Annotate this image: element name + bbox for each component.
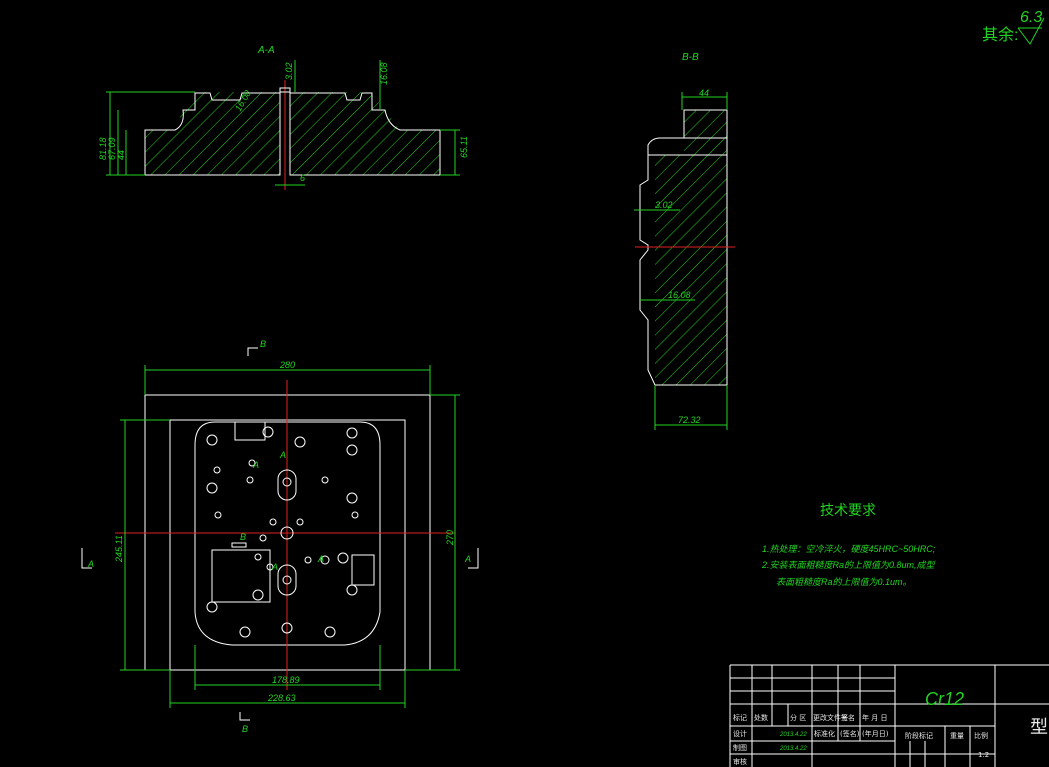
tb-stage-label: 阶段标记	[905, 731, 933, 740]
mark-a-inner4: A	[317, 554, 324, 564]
dim-bb-bottom: 72.32	[678, 415, 701, 425]
roughness-label: 其余:	[982, 25, 1018, 44]
title-block: Cr12 型 标记 处数 分 区 更改文件号 签名 年 月 日 设计 2013.…	[729, 664, 1049, 767]
tb-header-mark: 标记	[733, 713, 747, 722]
tb-ymd-label: (年月日)	[862, 729, 889, 738]
dim-aa-h1: 81.18	[98, 137, 108, 160]
tb-header-zone: 分 区	[790, 713, 806, 722]
dim-aa-pin: 3.02	[284, 62, 294, 80]
tb-header-doc: 更改文件号	[813, 713, 848, 722]
tb-header-count: 处数	[754, 713, 768, 722]
mark-a-inner3: A	[271, 562, 278, 572]
tech-title: 技术要求	[820, 502, 876, 518]
section-aa-title: A-A	[257, 45, 275, 56]
tech-item-3: 表面粗糙度Ra的上限值为0.1um。	[776, 577, 912, 587]
tb-sign-label: (签名)	[840, 729, 860, 738]
dim-plan-width: 280	[279, 360, 295, 370]
tech-item-1: 1.热处理：空冷淬火，硬度45HRC~50HRC;	[762, 544, 936, 554]
mark-b-top: B	[260, 339, 266, 349]
tb-design-label: 设计	[733, 729, 747, 738]
roughness-symbol-icon	[1017, 17, 1045, 45]
tb-draw-label: 制图	[733, 743, 747, 752]
dim-aa-h2: 67.09	[107, 137, 117, 160]
tb-header-date: 年 月 日	[862, 713, 887, 722]
mark-b-inner: B	[240, 532, 246, 542]
roughness-value: 6.3	[1020, 9, 1042, 26]
section-aa: A-A 81.18 67.09 44 65.11 3.02 16.08 16.0…	[98, 45, 469, 190]
plan-view: 280 270 245.11 178.89 228.63 B B A A A A…	[81, 339, 479, 734]
section-bb-title: B-B	[682, 52, 699, 63]
mark-a-inner2: A	[279, 450, 286, 460]
part-name: 型	[1030, 717, 1048, 738]
tech-requirements: 技术要求 1.热处理：空冷淬火，硬度45HRC~50HRC; 2.安装表面粗糙度…	[761, 502, 936, 587]
holes-group	[206, 426, 359, 638]
dim-plan-inner-w1: 178.89	[272, 675, 300, 685]
dim-bb-depth: 16.08	[668, 290, 691, 300]
section-bb: B-B 44 3.02 16.08 72.32	[634, 52, 735, 430]
tb-header-sign: 签名	[841, 713, 855, 722]
tb-check-label: 审核	[733, 757, 747, 766]
dim-aa-depth: 16.08	[379, 62, 389, 85]
dim-plan-inner-height: 245.11	[114, 535, 124, 563]
tb-design-date: 2013.4.22	[779, 732, 807, 738]
tb-weight-label: 重量	[950, 732, 964, 740]
roughness-note: 其余: 6.3	[982, 9, 1045, 45]
dim-aa-w-pin: 6	[300, 173, 305, 183]
tb-draw-date: 2013.4.22	[779, 746, 807, 752]
mark-a-right: A	[464, 554, 471, 564]
dim-aa-h-right: 65.11	[459, 136, 469, 158]
dim-plan-height: 270	[445, 530, 455, 546]
tech-item-2: 2.安装表面粗糙度Ra的上限值为0.8um,成型	[761, 560, 936, 570]
dim-plan-inner-w2: 228.63	[267, 693, 296, 703]
mark-a-inner1: A	[252, 460, 259, 470]
dim-aa-h3: 44	[116, 150, 126, 160]
material-label: Cr12	[925, 689, 964, 709]
mark-b-bottom: B	[242, 724, 248, 734]
dim-bb-pin: 3.02	[655, 200, 673, 210]
tb-standard-label: 标准化	[814, 729, 835, 738]
tb-scale-value: 1:2	[978, 751, 989, 759]
mark-a-left: A	[87, 559, 94, 569]
dim-bb-top: 44	[699, 88, 709, 98]
tb-scale-label: 比例	[974, 731, 988, 740]
